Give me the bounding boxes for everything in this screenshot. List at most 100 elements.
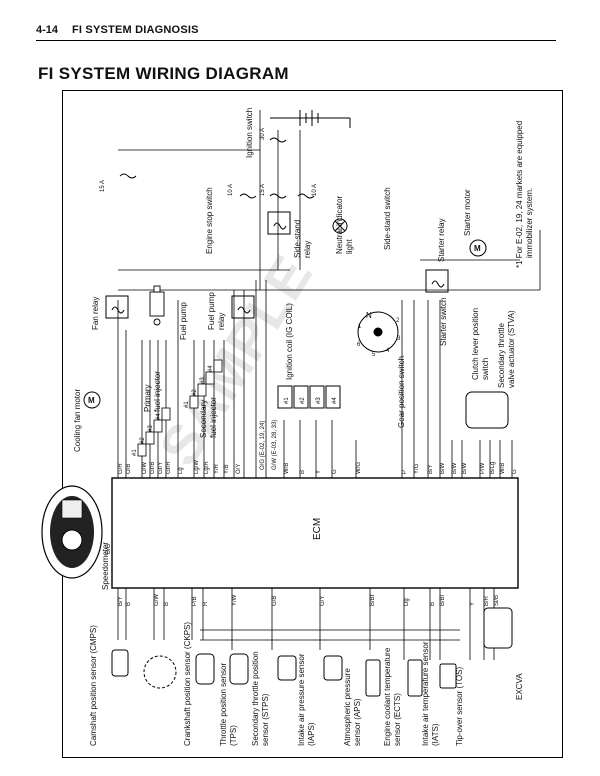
wire-code: B xyxy=(430,602,436,606)
wire-code: B xyxy=(126,602,132,606)
side-stand-relay-label-2: relay xyxy=(303,241,312,258)
wire-code: O/W xyxy=(142,462,148,474)
tps-label-2: (TPS) xyxy=(229,725,238,746)
fuel-pump-relay-label-1: Fuel pump xyxy=(207,292,216,330)
stva-label-1: Secondary throttle xyxy=(497,323,506,388)
wire-code: G xyxy=(512,469,518,474)
ecm-box xyxy=(111,477,519,589)
starter-motor-label: Starter motor xyxy=(463,189,472,236)
page-header: 4-14 FI SYSTEM DIAGNOSIS xyxy=(36,22,556,41)
wire-code: P/B xyxy=(192,596,198,606)
wire-code: Lg/W xyxy=(194,460,200,474)
cooling-fan-motor: M xyxy=(83,391,101,409)
fuel-pump-icon xyxy=(149,285,165,326)
gear-2: 2 xyxy=(396,318,400,324)
iats-icon xyxy=(407,659,423,697)
wire-code: W/B xyxy=(284,463,290,474)
ckps-icon xyxy=(143,655,177,689)
starter-relay xyxy=(425,269,449,293)
fuel-pump-label: Fuel pump xyxy=(179,302,188,340)
wire-code: R xyxy=(203,601,209,606)
wire-code: Dg xyxy=(404,598,410,606)
speedometer-label: Speedometer xyxy=(101,542,110,590)
gear-neutral: N xyxy=(366,311,372,320)
wire-code: Gr/B xyxy=(150,462,156,474)
secondary-injectors xyxy=(189,359,223,409)
ects-icon xyxy=(365,659,381,697)
wire-code: G/B xyxy=(272,596,278,606)
neutral-indicator-label-2: light xyxy=(345,239,354,254)
fuse-3-label: 30 A xyxy=(260,128,266,140)
wire-code: Lg xyxy=(178,467,184,474)
fuses xyxy=(119,137,315,199)
wire-code: Y/B xyxy=(224,464,230,474)
engine-stop-switch-label: Engine stop switch xyxy=(205,187,214,254)
primary-injector-label-1: Primary xyxy=(143,384,152,412)
gear-5: 5 xyxy=(372,352,376,358)
diagram-frame xyxy=(62,90,563,758)
wire-code: B/Lg xyxy=(490,462,496,474)
secondary-injector-label-1: Secondary xyxy=(199,400,208,438)
stps-label-2: sensor (STPS) xyxy=(261,693,270,746)
wire-code: W/B xyxy=(500,463,506,474)
cooling-fan-motor-symbol: M xyxy=(88,396,95,405)
fan-relay-label: Fan relay xyxy=(91,297,100,330)
secondary-injector-tag-3: #3 xyxy=(200,377,206,384)
primary-injector-tag-4: #4 xyxy=(156,413,162,420)
fan-relay xyxy=(105,295,129,319)
gear-4: 4 xyxy=(386,348,390,354)
primary-injector-tag-3: #3 xyxy=(148,425,154,432)
wire-code: Y/R xyxy=(214,463,220,474)
wire-code: B/G xyxy=(106,543,112,554)
starter-switch-label: Starter switch xyxy=(439,298,448,346)
ignition-switch-label: Ignition switch xyxy=(245,108,254,158)
page-number: 4-14 xyxy=(36,24,59,36)
wire-code: Lg/R xyxy=(204,461,210,474)
wire-code: Y/G xyxy=(414,463,420,474)
wire-code: G/W xyxy=(154,594,160,606)
secondary-injector-tag-1: #1 xyxy=(184,401,190,408)
cooling-fan-motor-label: Cooling fan motor xyxy=(73,389,82,452)
wire-code: B/W xyxy=(452,462,458,474)
ects-label-2: sensor (ECTS) xyxy=(393,693,402,746)
side-stand-relay xyxy=(267,211,291,235)
wire-code: O/Y xyxy=(236,464,242,474)
tps-icon xyxy=(195,653,215,685)
wire-code: P/W xyxy=(480,462,486,474)
sensor-icons xyxy=(111,391,513,697)
iaps-icon xyxy=(277,655,297,681)
e-code-label-b: G/W (E-03, 28, 33) xyxy=(272,420,278,470)
wire-code: Y xyxy=(470,602,476,606)
secondary-injector-label-2: fuel injector xyxy=(209,397,218,438)
iaps-label-2: (IAPS) xyxy=(307,722,316,746)
cmps-label: Camshaft position sensor (CMPS) xyxy=(89,625,98,746)
ckps-label: Crankshaft position sensor (CKPS) xyxy=(183,622,192,746)
coil-tag-3: #3 xyxy=(316,397,322,404)
stva-label-2: valve actuator (STVA) xyxy=(507,310,516,388)
wire-code: Y xyxy=(316,470,322,474)
starter-relay-label: Starter relay xyxy=(437,218,446,262)
stps-label-1: Secondary throttle position xyxy=(251,651,260,746)
excva-icon xyxy=(483,607,513,649)
fuel-pump-relay xyxy=(231,295,255,319)
aps-icon xyxy=(323,655,343,681)
secondary-injector-tag-4: #4 xyxy=(208,365,214,372)
primary-injector-tag-1: #1 xyxy=(132,449,138,456)
clutch-switch-label-2: switch xyxy=(481,358,490,380)
gear-3: 3 xyxy=(397,336,401,342)
right-wire-codes: G/R O/B O/W Gr/B Gr/Y Gr/R Lg Lg/W Lg/R … xyxy=(118,460,518,474)
note-line-2: immobilizer system. xyxy=(525,188,534,258)
side-stand-relay-label-1: Side-stand xyxy=(293,220,302,258)
iats-label-2: (IATS) xyxy=(431,723,440,746)
tps-label-1: Throttle position sensor xyxy=(219,663,228,746)
wire-code: Sl/B xyxy=(494,595,500,606)
wire-code: B xyxy=(300,470,306,474)
battery xyxy=(270,110,351,128)
fuse-1-label: 15 A xyxy=(100,180,106,192)
secondary-injector-tag-2: #2 xyxy=(192,389,198,396)
tos-icon xyxy=(439,663,457,689)
gear-1: 1 xyxy=(358,324,362,330)
wire-code: G/Y xyxy=(320,596,326,606)
wire-code: Gr/Y xyxy=(158,462,164,474)
